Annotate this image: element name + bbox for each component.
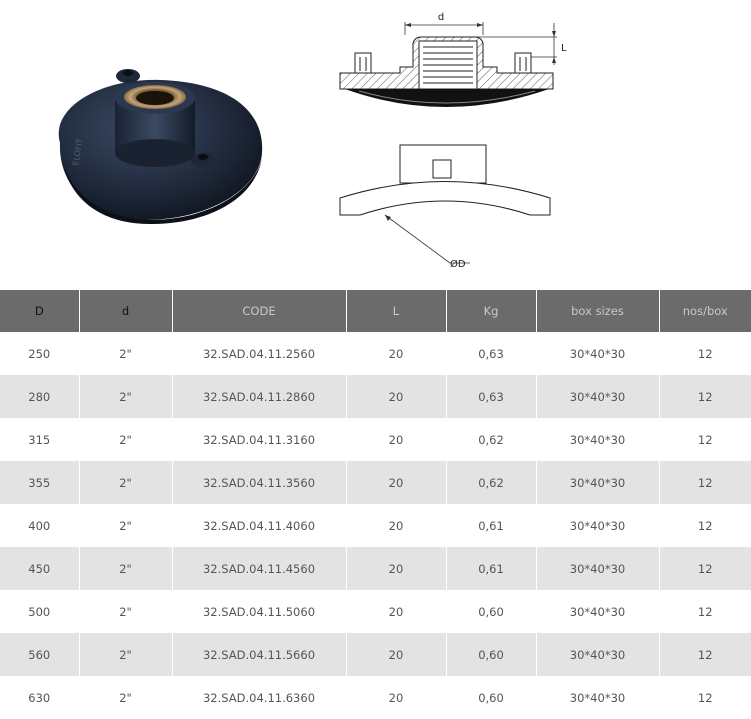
cell-nos-per-box: 12 bbox=[659, 375, 751, 418]
cell-code: 32.SAD.04.11.3560 bbox=[172, 461, 347, 504]
cell-D: 450 bbox=[0, 547, 80, 590]
table-header-row: D d CODE L Kg box sizes nos/box bbox=[0, 290, 751, 332]
cell-code: 32.SAD.04.11.6360 bbox=[172, 676, 347, 719]
col-header-box-sizes: box sizes bbox=[536, 290, 660, 332]
cell-L: 20 bbox=[346, 547, 447, 590]
product-photo: ELOFIT bbox=[58, 69, 263, 224]
cell-d: 2" bbox=[79, 676, 173, 719]
cell-kg: 0,60 bbox=[446, 633, 537, 676]
table-row: 315 2" 32.SAD.04.11.3160 20 0,62 30*40*3… bbox=[0, 418, 751, 461]
cell-D: 560 bbox=[0, 633, 80, 676]
cell-code: 32.SAD.04.11.2560 bbox=[172, 332, 347, 375]
cell-nos-per-box: 12 bbox=[697, 518, 713, 533]
cell-L: 20 bbox=[346, 504, 447, 547]
product-header: ELOFIT d L bbox=[0, 0, 751, 290]
cell-nos-per-box: 12 bbox=[697, 690, 713, 705]
cell-nos-per-box: 12 bbox=[697, 346, 713, 361]
cell-d: 2" bbox=[79, 590, 173, 633]
cell-L: 20 bbox=[346, 332, 447, 375]
cell-box-sizes: 30*40*30 bbox=[536, 633, 660, 676]
cell-d: 2" bbox=[79, 418, 173, 461]
cell-kg: 0,61 bbox=[446, 547, 537, 590]
cell-box-sizes: 30*40*30 bbox=[536, 676, 660, 719]
table-row: 630 2" 32.SAD.04.11.6360 20 0,60 30*40*3… bbox=[0, 676, 751, 719]
cell-box-sizes: 30*40*30 bbox=[536, 418, 660, 461]
cell-d: 2" bbox=[79, 504, 173, 547]
cell-box-sizes: 30*40*30 bbox=[536, 504, 660, 547]
cell-kg: 0,61 bbox=[446, 504, 537, 547]
cell-nos-per-box: 12 bbox=[659, 547, 751, 590]
cell-nos-per-box: 12 bbox=[697, 604, 713, 619]
cell-D: 400 bbox=[0, 504, 80, 547]
technical-drawing: d L bbox=[339, 12, 567, 270]
cell-kg: 0,62 bbox=[446, 418, 537, 461]
table-row: 355 2" 32.SAD.04.11.3560 20 0,62 30*40*3… bbox=[0, 461, 751, 504]
dimension-L-label: L bbox=[561, 43, 567, 54]
cell-L: 20 bbox=[346, 375, 447, 418]
cell-d: 2" bbox=[79, 547, 173, 590]
cell-L: 20 bbox=[346, 461, 447, 504]
cell-box-sizes: 30*40*30 bbox=[536, 590, 660, 633]
cell-kg: 0,63 bbox=[446, 332, 537, 375]
cell-L: 20 bbox=[346, 590, 447, 633]
cell-d: 2" bbox=[79, 633, 173, 676]
table-row: 280 2" 32.SAD.04.11.2860 20 0,63 30*40*3… bbox=[0, 375, 751, 418]
cell-kg: 0,60 bbox=[446, 590, 537, 633]
spec-table: D d CODE L Kg box sizes nos/box 250 2" 3… bbox=[0, 290, 751, 719]
table-row: 560 2" 32.SAD.04.11.5660 20 0,60 30*40*3… bbox=[0, 633, 751, 676]
cell-d: 2" bbox=[79, 375, 173, 418]
cell-nos-per-box: 12 bbox=[659, 633, 751, 676]
cell-D: 500 bbox=[0, 590, 80, 633]
cell-L: 20 bbox=[346, 676, 447, 719]
cell-D: 630 bbox=[0, 676, 80, 719]
cell-L: 20 bbox=[346, 633, 447, 676]
cell-L: 20 bbox=[346, 418, 447, 461]
col-header-D: D bbox=[0, 290, 80, 332]
cell-d: 2" bbox=[79, 332, 173, 375]
cross-section-view: d L bbox=[339, 12, 567, 107]
cell-D: 315 bbox=[0, 418, 80, 461]
cell-box-sizes: 30*40*30 bbox=[536, 461, 660, 504]
cell-D: 355 bbox=[0, 461, 80, 504]
cell-box-sizes: 30*40*30 bbox=[536, 375, 660, 418]
col-header-kg: Kg bbox=[446, 290, 537, 332]
cell-D: 250 bbox=[0, 332, 80, 375]
cell-code: 32.SAD.04.11.5060 bbox=[172, 590, 347, 633]
col-header-d: d bbox=[79, 290, 173, 332]
cell-code: 32.SAD.04.11.4560 bbox=[172, 547, 347, 590]
col-header-code: CODE bbox=[172, 290, 347, 332]
side-view: ØD bbox=[339, 144, 551, 270]
cell-box-sizes: 30*40*30 bbox=[536, 547, 660, 590]
table-row: 450 2" 32.SAD.04.11.4560 20 0,61 30*40*3… bbox=[0, 547, 751, 590]
cell-nos-per-box: 12 bbox=[659, 461, 751, 504]
table-row: 500 2" 32.SAD.04.11.5060 20 0,60 30*40*3… bbox=[0, 590, 751, 633]
col-header-L: L bbox=[346, 290, 447, 332]
col-header-nos-per-box: nos/box bbox=[659, 290, 751, 332]
dimension-D-label: ØD bbox=[450, 258, 466, 270]
cell-box-sizes: 30*40*30 bbox=[536, 332, 660, 375]
dimension-d-label: d bbox=[438, 12, 444, 23]
cell-code: 32.SAD.04.11.5660 bbox=[172, 633, 347, 676]
cell-code: 32.SAD.04.11.3160 bbox=[172, 418, 347, 461]
cell-kg: 0,60 bbox=[446, 676, 537, 719]
cell-kg: 0,62 bbox=[446, 461, 537, 504]
cell-nos-per-box: 12 bbox=[697, 432, 713, 447]
cell-D: 280 bbox=[0, 375, 80, 418]
cell-kg: 0,63 bbox=[446, 375, 537, 418]
cell-code: 32.SAD.04.11.2860 bbox=[172, 375, 347, 418]
cell-d: 2" bbox=[79, 461, 173, 504]
table-row: 250 2" 32.SAD.04.11.2560 20 0,63 30*40*3… bbox=[0, 332, 751, 375]
cell-code: 32.SAD.04.11.4060 bbox=[172, 504, 347, 547]
table-row: 400 2" 32.SAD.04.11.4060 20 0,61 30*40*3… bbox=[0, 504, 751, 547]
